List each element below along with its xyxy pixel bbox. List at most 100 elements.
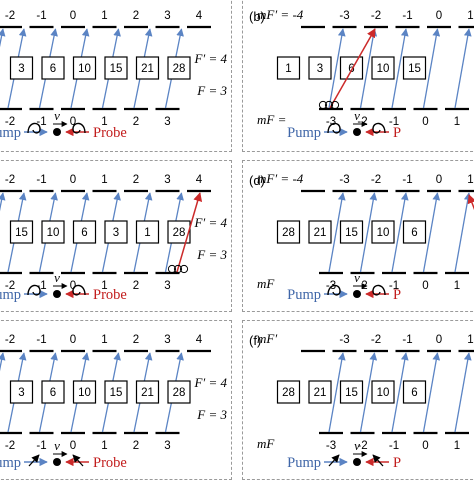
panel-a-strength-box (41, 56, 65, 80)
panel-f-strength-box (308, 380, 332, 404)
panel-a-strength-box (72, 56, 97, 80)
panel-e-lower-mf: 0 (70, 440, 76, 452)
panel-b-lower-mf: -3 (326, 116, 336, 128)
panel-e-upper-mf: -2 (5, 334, 15, 346)
panel-a-upper-mf: 1 (101, 10, 107, 22)
panel-a-upper-mf: 2 (133, 10, 139, 22)
panel-a-pump-polarization-icon (27, 122, 41, 134)
panel-c-atom-dot (53, 290, 61, 298)
panel-c-upper-mf: -2 (5, 174, 15, 186)
panel-d-strength-box (276, 220, 301, 244)
panel-f-strength-value: 15 (345, 387, 358, 399)
panel-a-strength-value: 3 (18, 63, 24, 75)
panel-c-upper-F: F′ = 4 (193, 215, 227, 230)
panel-f-strength-value: 28 (282, 387, 295, 399)
panel-c-strength-box (72, 220, 97, 244)
panel-f-strength-box (371, 380, 395, 404)
panel-f-upper-mf: 1 (467, 334, 473, 346)
panel-d-upper-mf: -1 (402, 174, 412, 186)
panel-f-strength-box (339, 380, 364, 404)
panel-f-upper-mf: 0 (436, 334, 442, 346)
panel-e-strength-box (104, 380, 128, 404)
panel-f-pump-arrow (422, 352, 441, 433)
panel-a-pump-arrow (0, 28, 6, 48)
panel-c-strength-value: 28 (173, 227, 186, 239)
panel-d-pump-label: Pump (287, 287, 321, 303)
panel-e-upper-mf: 2 (133, 334, 139, 346)
panel-c-population-dot (173, 264, 183, 274)
panel-d-strength-box (371, 220, 395, 244)
panel-a-upper-mf: -2 (5, 10, 15, 22)
panel-b-lower-mf: 1 (454, 116, 460, 128)
panel-e-strength-box (41, 380, 65, 404)
panel-e-lower-mf: 1 (101, 440, 107, 452)
panel-b-velocity-label: v (354, 108, 360, 123)
panel-a-upper-mf: 4 (196, 10, 203, 22)
panel-b-strength-value: 10 (377, 63, 390, 75)
panel-b-strength-value: 15 (408, 63, 421, 75)
panel-a-strength-box (167, 56, 191, 80)
panel-a-upper-F: F′ = 4 (193, 51, 227, 66)
panel-e-strength-box (72, 380, 97, 404)
panel-e-lower-F: F = 3 (196, 407, 227, 422)
panel-a-probe-polarization-icon (72, 122, 86, 134)
panel-d-pump-arrow (359, 192, 378, 273)
panel-d-upper-mf: 1 (467, 174, 473, 186)
panel-c-velocity-label: v (54, 270, 60, 285)
panel-b-probe-polarization-icon (372, 122, 386, 134)
panel-e-lower-mf: 3 (164, 440, 170, 452)
panel-e-strength-value: 6 (50, 387, 56, 399)
panel-f-strength-value: 10 (377, 387, 390, 399)
panel-a-lower-mf: -1 (36, 116, 46, 128)
panel-e-lower-mf: 2 (133, 440, 139, 452)
panel-c-strength-value: 3 (113, 227, 119, 239)
panel-c-population-dot (167, 264, 177, 274)
panel-e-lower-mf: -2 (5, 440, 15, 452)
panel-f-probe-polarization-icon (372, 454, 384, 467)
panel-c-strength-box (104, 220, 128, 244)
panel-f-lower-mf: -3 (326, 440, 336, 452)
panel-f-velocity-label: v (354, 438, 360, 453)
panel-b-pump-arrow (359, 28, 378, 109)
panel-f-strength-value: 6 (411, 387, 417, 399)
panel-d-probe-arrow (467, 194, 474, 211)
panel-f-lower-mf-label: mF (257, 436, 275, 451)
panel-f-pump-arrow (391, 352, 409, 433)
panel-f-upper-mf: -2 (371, 334, 381, 346)
panel-b-pump-label: Pump (287, 125, 321, 141)
panel-c-lower-F: F = 3 (196, 247, 227, 262)
panel-f-pump-label: Pump (287, 455, 321, 471)
panel-c-strength-value: 10 (47, 227, 60, 239)
panel-a-strength-value: 6 (50, 63, 56, 75)
panel-f-strength-box (402, 380, 427, 404)
panel-d-lower-mf: 0 (422, 280, 428, 292)
panel-b-lower-mf: 0 (422, 116, 428, 128)
panel-a-lower-mf: -2 (5, 116, 15, 128)
panel-c-probe-polarization-icon (72, 284, 86, 296)
panel-a-upper-mf: 3 (164, 10, 170, 22)
panel-b-upper-mf: 1 (467, 10, 473, 22)
panel-b-pump-arrow (391, 28, 409, 109)
panel-d-upper-mf-label: mF′ = -4 (257, 171, 304, 186)
panel-d-pump-arrow (391, 192, 409, 273)
panel-a-velocity-label: v (54, 108, 60, 123)
panel-c-lower-mf: -1 (36, 280, 46, 292)
panel-f-upper-mf: -3 (339, 334, 349, 346)
panel-d-strength-value: 6 (411, 227, 417, 239)
panel-b-upper-mf: -3 (339, 10, 349, 22)
panel-d-strength-value: 10 (377, 227, 390, 239)
panel-f-upper-mf-label: mF′ (257, 331, 277, 346)
panel-d-pump-polarization-icon (327, 284, 341, 296)
panel-b-strength-box (308, 56, 332, 80)
panel-c-upper-mf: 1 (101, 174, 107, 186)
panel-e-velocity-label: v (54, 438, 60, 453)
panel-b-population-dot (318, 100, 328, 110)
panel-a-lower-mf: 2 (133, 116, 139, 128)
panel-e-strength-value: 15 (110, 387, 123, 399)
panel-c-probe-label: Probe (93, 287, 127, 303)
panel-c-strength-value: 6 (81, 227, 87, 239)
